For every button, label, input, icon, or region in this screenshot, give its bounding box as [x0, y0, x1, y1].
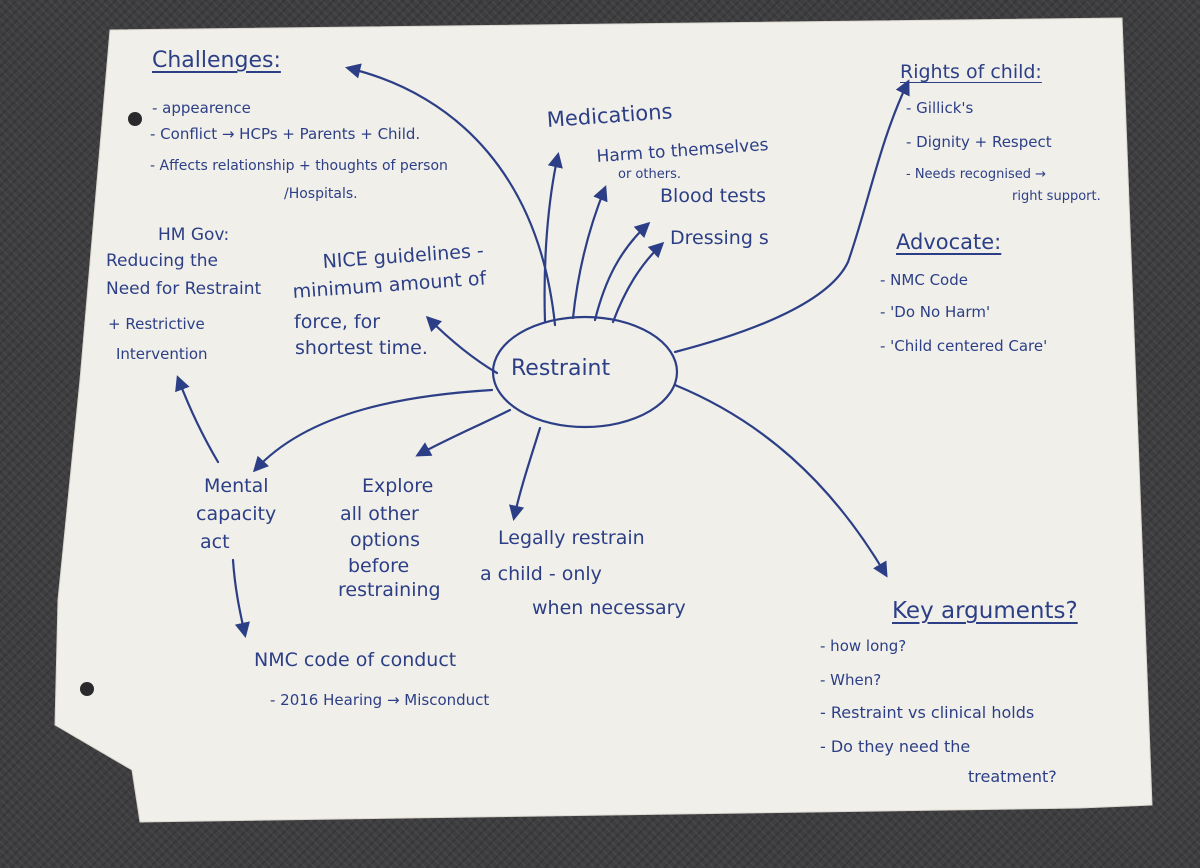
legally-line2: a child - only — [480, 563, 602, 585]
mental-capacity-line3: act — [200, 531, 230, 553]
challenges-item-2: - Conflict → HCPs + Parents + Child. — [150, 125, 421, 143]
punch-hole-bottom — [80, 682, 94, 696]
dressings-label: Dressing s — [670, 227, 769, 249]
harm-label-line2: or others. — [618, 167, 681, 182]
rights-item-4: right support. — [1012, 189, 1101, 204]
hm-gov-line4: + Restrictive — [108, 315, 205, 333]
rights-item-3: - Needs recognised → — [906, 167, 1047, 182]
key-arguments-item-5: treatment? — [968, 767, 1057, 786]
center-label: Restraint — [511, 356, 611, 381]
hm-gov-line2: Reducing the — [106, 251, 219, 271]
blood-tests-label: Blood tests — [660, 185, 767, 207]
rights-heading: Rights of child: — [900, 61, 1042, 83]
challenges-item-1: - appearence — [152, 99, 251, 117]
rights-item-2: - Dignity + Respect — [906, 133, 1052, 151]
explore-line5: restraining — [338, 579, 441, 601]
advocate-heading: Advocate: — [896, 230, 1002, 254]
explore-line2: all other — [340, 503, 419, 525]
key-arguments-item-1: - how long? — [820, 637, 907, 655]
explore-line1: Explore — [362, 475, 434, 497]
punch-hole-top — [128, 112, 142, 126]
mental-capacity-line2: capacity — [196, 503, 277, 525]
legally-line3: when necessary — [532, 597, 686, 619]
advocate-item-1: - NMC Code — [880, 271, 968, 289]
nice-line4: shortest time. — [295, 337, 428, 359]
explore-line3: options — [350, 529, 420, 551]
explore-line4: before — [348, 555, 410, 577]
legally-line1: Legally restrain — [498, 527, 645, 549]
nmc-conduct-title: NMC code of conduct — [254, 649, 457, 671]
challenges-item-4: /Hospitals. — [284, 186, 358, 202]
advocate-item-3: - 'Child centered Care' — [880, 337, 1048, 355]
advocate-item-2: - 'Do No Harm' — [880, 303, 991, 321]
hm-gov-line1: HM Gov: — [158, 225, 230, 245]
key-arguments-heading: Key arguments? — [892, 598, 1078, 624]
nmc-conduct-item: - 2016 Hearing → Misconduct — [270, 691, 490, 709]
nice-line3: force, for — [294, 311, 381, 333]
challenges-heading: Challenges: — [152, 48, 281, 73]
key-arguments-item-3: - Restraint vs clinical holds — [820, 703, 1035, 722]
hm-gov-line5: Intervention — [116, 345, 208, 363]
challenges-item-3: - Affects relationship + thoughts of per… — [150, 158, 448, 174]
mental-capacity-line1: Mental — [204, 475, 269, 497]
key-arguments-item-4: - Do they need the — [820, 737, 971, 756]
rights-item-1: - Gillick's — [906, 99, 974, 117]
key-arguments-item-2: - When? — [820, 671, 882, 689]
hm-gov-line3: Need for Restraint — [106, 279, 262, 299]
